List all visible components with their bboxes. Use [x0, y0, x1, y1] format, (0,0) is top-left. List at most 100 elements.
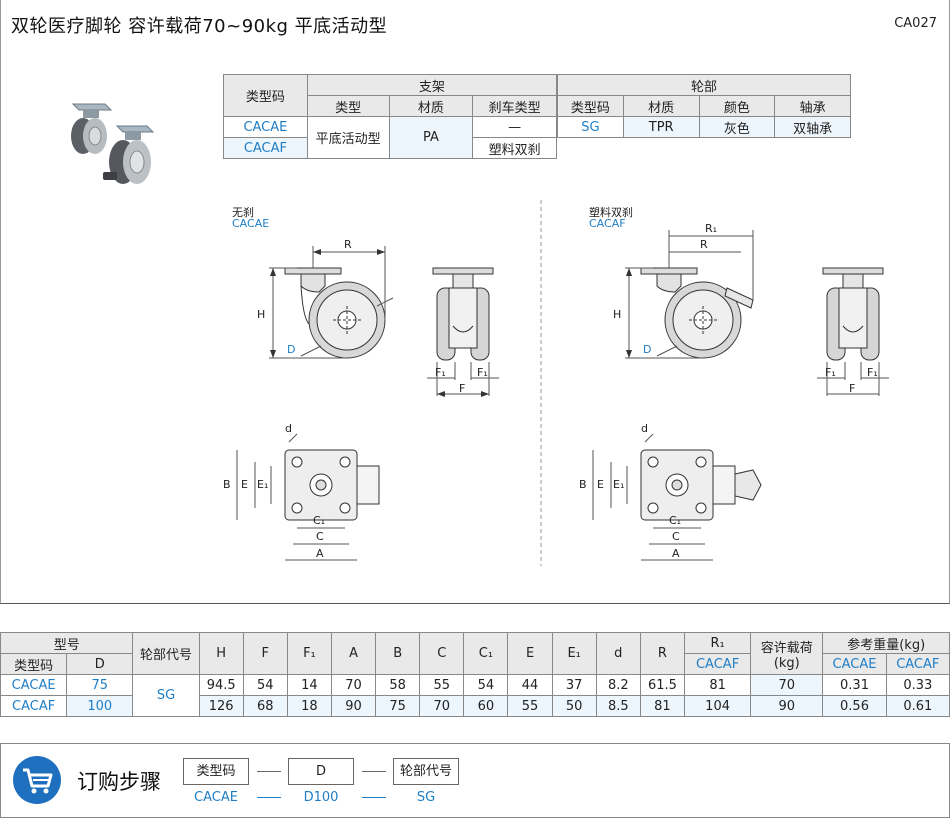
- dim-R-right: R: [700, 238, 708, 251]
- cell-w1: 0.31: [822, 674, 887, 696]
- right-top-view: B E E₁ d C₁ C A: [579, 422, 762, 561]
- cell: 68: [242, 695, 288, 717]
- step-val-wheel-code: SG: [416, 790, 436, 805]
- col-F: F: [242, 632, 288, 675]
- cell: 55: [507, 695, 553, 717]
- table-row: CACAF 100 126 68 18 90 75 70 60 55 50 8.…: [0, 695, 950, 717]
- dim-F1-left: F₁: [435, 366, 446, 379]
- row-d-100: 100: [66, 695, 134, 717]
- dim-F1-right: F₁: [477, 366, 488, 379]
- col-E1: E₁: [551, 632, 597, 675]
- r1-subheader: CACAF: [683, 653, 752, 675]
- order-title: 订购步骤: [77, 770, 161, 794]
- dim-D-right: D: [643, 343, 651, 356]
- cell: 58: [375, 674, 421, 696]
- order-steps-panel: 订购步骤 类型码 D 轮部代号 CACAE D100 SG: [0, 743, 950, 818]
- left-code: CACAE: [232, 217, 270, 230]
- model-header: 型号: [0, 632, 134, 654]
- step-box-d: D: [288, 758, 354, 785]
- dim-A-r: A: [672, 547, 680, 560]
- cell: 94.5: [198, 674, 244, 696]
- dim-R: R: [344, 238, 352, 251]
- spec-panel: 双轮医疗脚轮 容许载荷70~90kg 平底活动型 CA027 类型码 支架 类型…: [0, 0, 950, 604]
- material-value: PA: [388, 116, 474, 159]
- col-load: 容许载荷 (kg): [750, 632, 824, 675]
- right-code: CACAF: [589, 217, 626, 230]
- cell: 37: [551, 674, 597, 696]
- dim-C1-r: C₁: [669, 514, 681, 527]
- type-header: 类型: [306, 95, 390, 117]
- dim-F: F: [459, 382, 465, 395]
- brake-none: —: [472, 116, 557, 138]
- dim-B: B: [223, 478, 231, 491]
- dim-E1: E₁: [257, 478, 268, 491]
- dim-E1-r: E₁: [613, 478, 624, 491]
- dim-F-r: F: [849, 382, 855, 395]
- drawing-lines: H R D: [223, 200, 889, 566]
- dim-C: C: [316, 530, 324, 543]
- type-code-subheader: 类型码: [0, 653, 68, 675]
- wheel-bearing: 双轴承: [774, 116, 851, 138]
- dim-C1: C₁: [313, 514, 325, 527]
- wheel-bearing-header: 轴承: [774, 95, 851, 117]
- technical-drawings: 无刹 CACAE 塑料双刹 CACAF: [201, 196, 901, 576]
- cell: 90: [330, 695, 377, 717]
- load-unit: (kg): [773, 655, 800, 671]
- cell: 50: [551, 695, 597, 717]
- page-code: CA027: [894, 16, 937, 31]
- brake-plastic: 塑料双刹: [472, 137, 557, 159]
- dim-E-r: E: [597, 478, 604, 491]
- wheel-group-header: 轮部: [557, 74, 851, 96]
- col-R: R: [639, 632, 685, 675]
- dim-D: D: [287, 343, 295, 356]
- bracket-spec-table: 类型码 支架 类型 材质 刹车类型 CACAE 平底活动型 PA — CACAF…: [223, 74, 558, 159]
- col-F1: F₁: [286, 632, 332, 675]
- cell: 44: [507, 674, 553, 696]
- cell-w1: 0.56: [822, 695, 887, 717]
- dim-H: H: [257, 308, 265, 321]
- cell: 8.5: [595, 695, 641, 717]
- step-box-wheel-code: 轮部代号: [393, 758, 459, 785]
- bracket-group-header: 支架: [306, 74, 558, 96]
- dim-B-r: B: [579, 478, 587, 491]
- row-d-75: 75: [66, 674, 134, 696]
- cell: 54: [242, 674, 288, 696]
- dim-F1-left-r: F₁: [825, 366, 836, 379]
- weight-sub-cacae: CACAE: [822, 653, 887, 675]
- type-code-header: 类型码: [223, 74, 308, 117]
- dim-d: d: [285, 422, 292, 435]
- left-side-view: H R D: [257, 238, 394, 359]
- left-caption: 无刹: [232, 206, 254, 219]
- col-H: H: [198, 632, 244, 675]
- cart-icon: [13, 756, 61, 804]
- cell: 55: [419, 674, 465, 696]
- dim-F1-right-r: F₁: [867, 366, 878, 379]
- col-C: C: [419, 632, 465, 675]
- cell-load: 70: [750, 674, 824, 696]
- left-front-view: F₁ F₁ F: [427, 267, 499, 397]
- cell: 8.2: [595, 674, 641, 696]
- step-box-type-code: 类型码: [183, 758, 249, 785]
- cell-r1: 81: [683, 674, 752, 696]
- step-dash: [257, 771, 281, 772]
- type-value: 平底活动型: [306, 116, 390, 159]
- dim-A: A: [316, 547, 324, 560]
- wheel-type-code-header: 类型码: [557, 95, 624, 117]
- cell-load: 90: [750, 695, 824, 717]
- cell: 126: [198, 695, 244, 717]
- d-subheader: D: [66, 653, 134, 675]
- cell-w2: 0.33: [885, 674, 950, 696]
- page-title: 双轮医疗脚轮 容许载荷70~90kg 平底活动型: [11, 16, 388, 37]
- wheel-color-header: 颜色: [698, 95, 776, 117]
- row-code-cacaf: CACAF: [0, 695, 68, 717]
- right-caption: 塑料双刹: [589, 206, 633, 219]
- wheel-code-header: 轮部代号: [132, 632, 200, 675]
- brake-header: 刹车类型: [472, 95, 557, 117]
- wheel-material-header: 材质: [622, 95, 700, 117]
- wheel-spec-table: 轮部 类型码 材质 颜色 轴承 SG TPR 灰色 双轴承: [557, 74, 851, 159]
- wheel-type-code: SG: [557, 116, 624, 138]
- col-A: A: [330, 632, 377, 675]
- wheel-color: 灰色: [698, 116, 776, 138]
- material-header: 材质: [388, 95, 474, 117]
- right-front-view: F₁ F₁ F: [817, 267, 889, 396]
